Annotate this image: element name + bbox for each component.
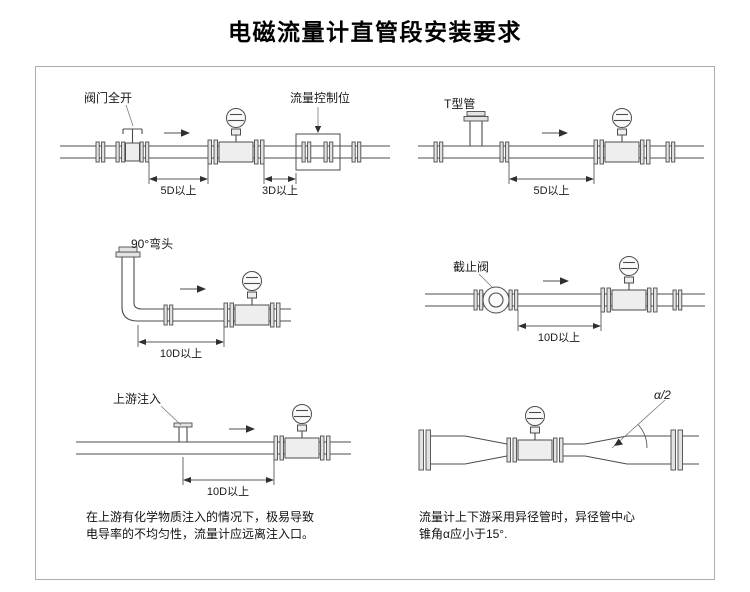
flow-arrow <box>541 128 569 138</box>
flow-arrow <box>542 276 570 286</box>
flange-pair <box>163 304 174 326</box>
tee-branch <box>463 111 489 146</box>
panel-upstream-injection: 上游注入 10D以上 <box>71 385 356 507</box>
dimension-5d <box>148 162 209 184</box>
flowmeter <box>506 405 564 463</box>
flowmeter <box>207 107 265 165</box>
right-reducer-assembly <box>563 429 699 471</box>
flow-arrow <box>179 284 207 294</box>
control-leader-arrow <box>314 107 322 133</box>
flange-pair <box>499 141 510 163</box>
flow-arrow <box>163 128 191 138</box>
injection-caption-line1: 在上游有化学物质注入的情况下，极易导致 <box>86 510 315 524</box>
reducer-caption: 流量计上下游采用异径管时，异径管中心 锥角α应小于15°. <box>419 509 635 543</box>
dim-5d-label: 5D以上 <box>533 185 570 197</box>
injection-caption-line2: 电导率的不均匀性，流量计应远离注入口。 <box>86 527 315 541</box>
flange-pair <box>433 141 444 163</box>
flow-control-device <box>295 133 341 171</box>
elbow <box>115 246 146 322</box>
flange-pair <box>672 289 683 311</box>
flowmeter <box>223 270 281 328</box>
reducer-caption-line1: 流量计上下游采用异径管时，异径管中心 <box>419 510 636 524</box>
gate-valve <box>115 128 150 163</box>
pipe <box>425 293 705 307</box>
dim-10d-label: 10D以上 <box>206 486 250 498</box>
panel-elbow: 90°弯头 10D以上 <box>76 223 296 360</box>
injection-leader-line <box>160 405 182 426</box>
elbow-diagram <box>115 246 291 347</box>
tee-pipe-diagram <box>418 107 704 184</box>
diagram-frame: 阀门全开 流量控制位 5D以上 3D以上 <box>35 66 715 580</box>
flow-control-label: 流量控制位 <box>290 91 351 105</box>
valve-leader-line <box>125 104 134 127</box>
flowmeter <box>273 403 331 461</box>
dimension-5d <box>508 162 595 184</box>
dimension-3d <box>263 162 297 184</box>
stop-valve-diagram <box>425 255 705 331</box>
pipe <box>418 145 704 159</box>
left-reducer-assembly <box>418 429 508 471</box>
injection-port <box>173 422 193 442</box>
flowmeter <box>593 107 651 165</box>
valve-open-label: 阀门全开 <box>84 91 133 105</box>
dimension-10d <box>517 310 602 331</box>
flow-arrow <box>228 424 256 434</box>
dimension-10d <box>137 325 225 347</box>
dim-10d-label: 10D以上 <box>537 332 581 344</box>
panel-tee-pipe: T型管 5D以上 <box>414 83 709 201</box>
reducer-caption-line2: 锥角α应小于15°. <box>419 527 508 541</box>
page-title: 电磁流量计直管段安装要求 <box>228 19 522 45</box>
injection-label: 上游注入 <box>113 392 162 406</box>
flange-pair <box>665 141 676 163</box>
elbow-label: 90°弯头 <box>131 237 174 251</box>
globe-valve <box>473 286 519 314</box>
flange-pair <box>351 141 362 163</box>
dim-10d-label: 10D以上 <box>159 348 203 360</box>
cone-angle-label: α/2 <box>654 388 671 402</box>
dim-3d-label: 3D以上 <box>261 185 299 197</box>
flange-pair <box>95 141 106 163</box>
tee-pipe-label: T型管 <box>444 97 476 111</box>
reducer-diagram <box>418 399 699 471</box>
stop-valve-label: 截止阀 <box>453 260 490 274</box>
dimension-10d <box>182 457 275 485</box>
panel-reducer: α/2 <box>409 388 709 500</box>
cone-angle-annotation <box>611 399 666 449</box>
dim-5d-label: 5D以上 <box>160 185 197 197</box>
flowmeter <box>600 255 658 313</box>
panel-valve-open: 阀门全开 流量控制位 5D以上 3D以上 <box>56 83 396 201</box>
panel-stop-valve: 截止阀 10D以上 <box>419 250 709 358</box>
valve-leader-line <box>478 273 493 288</box>
valve-open-diagram <box>60 104 390 184</box>
injection-caption: 在上游有化学物质注入的情况下，极易导致 电导率的不均匀性，流量计应远离注入口。 <box>86 509 314 543</box>
injection-diagram <box>76 403 351 485</box>
